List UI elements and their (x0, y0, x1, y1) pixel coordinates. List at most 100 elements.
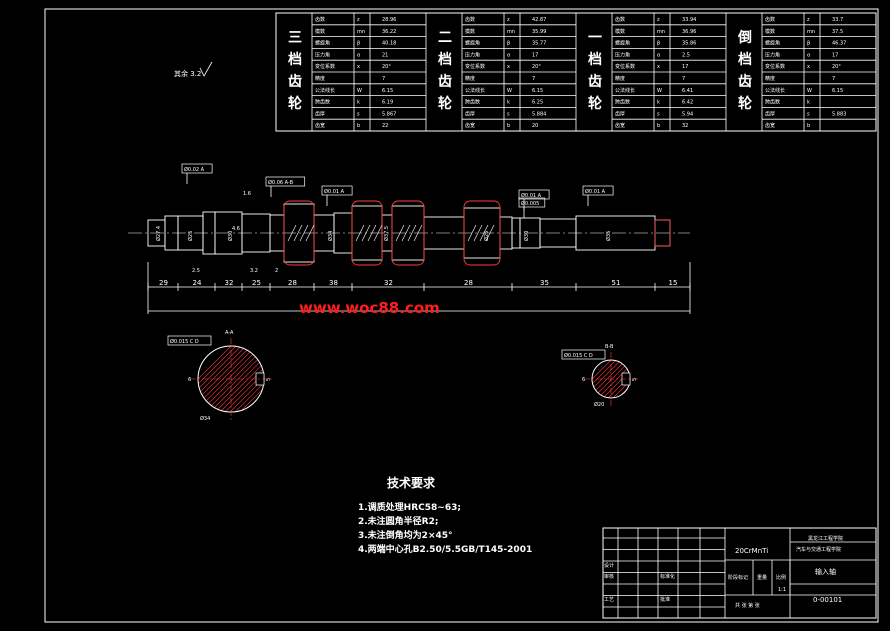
segment-dimension: 32 (225, 279, 234, 287)
segment-dimension: 38 (329, 279, 338, 287)
section-label: B-B (605, 344, 614, 350)
gear-param-symbol: z (357, 17, 360, 23)
label-standard: 标准化 (660, 573, 675, 580)
gear-param-value: 35.77 (532, 41, 546, 47)
hatch-line (198, 346, 232, 412)
gear-param-value: 37.5 (832, 29, 843, 35)
gear-param-name: 变位系数 (615, 63, 635, 70)
gear-param-value: 17 (682, 64, 688, 70)
gear-param-value: 33.94 (682, 17, 696, 23)
segment-dimension: 35 (540, 279, 549, 287)
gear-param-value: 35.99 (532, 29, 546, 35)
frame-text: Ø0.005 (521, 200, 539, 207)
helix-line (293, 224, 303, 242)
gear-param-name: 压力角 (465, 51, 480, 58)
tolerance-frame: Ø0.01 A (321, 185, 353, 206)
gear-param-symbol: β (357, 41, 360, 47)
section-label: A-A (225, 330, 234, 336)
material: 20CrMnTi (735, 547, 768, 555)
helix-line (395, 224, 405, 242)
tech-req-item: 1.调质处理HRC58~63; (358, 501, 461, 513)
segment-dimension: 24 (193, 279, 202, 287)
hatch-line (198, 346, 247, 412)
tech-req-item: 3.未注倒角均为2×45° (358, 529, 453, 541)
part-name: 输入轴 (815, 567, 836, 576)
gear-param-symbol: k (657, 100, 660, 106)
label-weight: 重量 (757, 574, 767, 581)
hatch-line (295, 346, 361, 412)
watermark: www.woc88.com (299, 299, 440, 317)
diameter-dimension: Ø34 (327, 231, 334, 241)
gear-param-value: 35.86 (682, 41, 696, 47)
segment-dimension: 51 (612, 279, 621, 287)
frame-box (518, 189, 550, 200)
drawing-number: 0-00101 (813, 596, 842, 604)
gear-param-value: 7 (382, 76, 385, 82)
gear-param-symbol: α (807, 52, 811, 58)
gear-param-value: 2.5 (682, 52, 690, 58)
gear-param-value: 42.87 (532, 17, 546, 23)
frame-text: Ø0.02 A (184, 166, 205, 173)
gear-param-symbol: x (357, 64, 360, 70)
label-sheets: 共 张 第 张 (735, 602, 760, 609)
gear-param-name: 齿宽 (315, 122, 325, 129)
gear-name-char: 齿 (738, 73, 752, 90)
section-dimension: Ø34 (200, 415, 210, 422)
gear-param-symbol: b (807, 123, 810, 129)
gear-param-name: 模数 (765, 28, 775, 35)
gear-name-char: 一 (588, 30, 602, 46)
gear-param-symbol: k (807, 100, 810, 106)
diameter-dimension: Ø27.4 (155, 226, 162, 241)
gear-name-char: 轮 (288, 95, 302, 112)
gear-param-symbol: mn (357, 29, 365, 35)
gear-param-name: 齿厚 (465, 111, 475, 117)
gear-param-name: 跨齿数 (315, 99, 330, 106)
diameter-dimension: Ø37.5 (383, 226, 390, 241)
section-tolerance-text: Ø0.015 C D (564, 352, 593, 359)
gear-param-name: 压力角 (315, 51, 330, 58)
title-block: 20CrMnTi黑龙江工程学院汽车与交通工程学院输入轴0-00101设计审核工艺… (602, 527, 877, 619)
gear-name-char: 二 (438, 30, 452, 46)
gear-param-name: 公法线长 (465, 87, 485, 94)
section-dimension: Ø20 (594, 401, 604, 408)
tolerance-frame: Ø0.06 A-B (265, 176, 306, 197)
frame-text: Ø0.01 A (521, 192, 542, 199)
gear-param-symbol: W (657, 88, 662, 94)
gear-param-value: 7 (832, 76, 835, 82)
gear-param-name: 齿数 (765, 16, 775, 23)
diameter-dimension: Ø30 (523, 231, 530, 241)
gear-param-symbol: mn (807, 29, 815, 35)
diameter-dimension: Ø30 (227, 231, 234, 241)
roughness-symbol (199, 61, 213, 77)
gear-param-name: 螺旋角 (465, 40, 480, 47)
gear-param-value: 6.41 (682, 88, 693, 94)
frame-box (582, 185, 614, 196)
gear-name-char: 齿 (288, 73, 302, 90)
tech-requirements-title: 技术要求 (387, 475, 436, 490)
gear-name-char: 三 (288, 30, 302, 46)
gear-name-char: 倒 (737, 29, 752, 46)
helix-line (373, 224, 383, 242)
helix-line (473, 224, 483, 242)
gear-param-symbol: x (807, 64, 810, 70)
gear-param-value: 20° (832, 64, 841, 70)
gear-param-name: 齿厚 (315, 111, 325, 117)
gear-param-name: 螺旋角 (615, 40, 630, 47)
gear-name-char: 齿 (438, 73, 452, 90)
gear-param-symbol: α (507, 52, 511, 58)
gear-param-value: 6.19 (382, 100, 393, 106)
section-dimension: 5 (266, 378, 272, 381)
gear-param-symbol: k (357, 100, 360, 106)
gear-name-char: 轮 (738, 95, 752, 112)
gear-param-value: 36.96 (682, 29, 696, 35)
drawing-frame (44, 8, 879, 623)
tolerance-frame: Ø0.01 A (582, 185, 614, 206)
scale-value: 1:1 (778, 587, 786, 593)
gear-param-symbol: s (357, 111, 360, 117)
gear-param-value: 5.94 (682, 111, 693, 117)
gear-param-name: 齿宽 (615, 122, 625, 129)
gear-param-name: 变位系数 (315, 63, 335, 70)
gear-param-name: 精度 (315, 75, 325, 82)
segment-dimension: 29 (159, 279, 168, 287)
